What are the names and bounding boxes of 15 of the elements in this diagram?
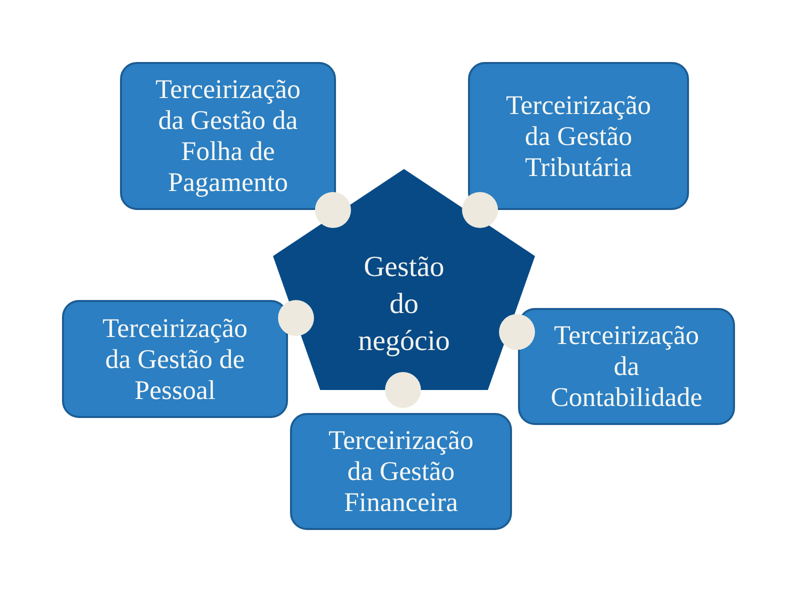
service-label: Terceirização da Gestão Tributária (505, 90, 652, 182)
service-card (518, 308, 735, 425)
service-card (290, 413, 512, 530)
service-card (120, 62, 336, 210)
service-label: Terceirização da Gestão de Pessoal (102, 312, 248, 406)
service-card (62, 300, 288, 418)
connector-dot (462, 192, 498, 228)
service-label: Terceirização da Contabilidade (550, 320, 704, 413)
connector-dot (499, 314, 535, 350)
service-label: Terceirização da Gestão da Folha de Pagamento (154, 74, 302, 198)
connector-dot (315, 192, 351, 228)
hub-label: Gestão do negócio (357, 250, 451, 359)
connector-dot (385, 372, 421, 408)
service-label: Terceirização da Gestão Financeira (328, 425, 474, 518)
service-card (468, 62, 689, 210)
